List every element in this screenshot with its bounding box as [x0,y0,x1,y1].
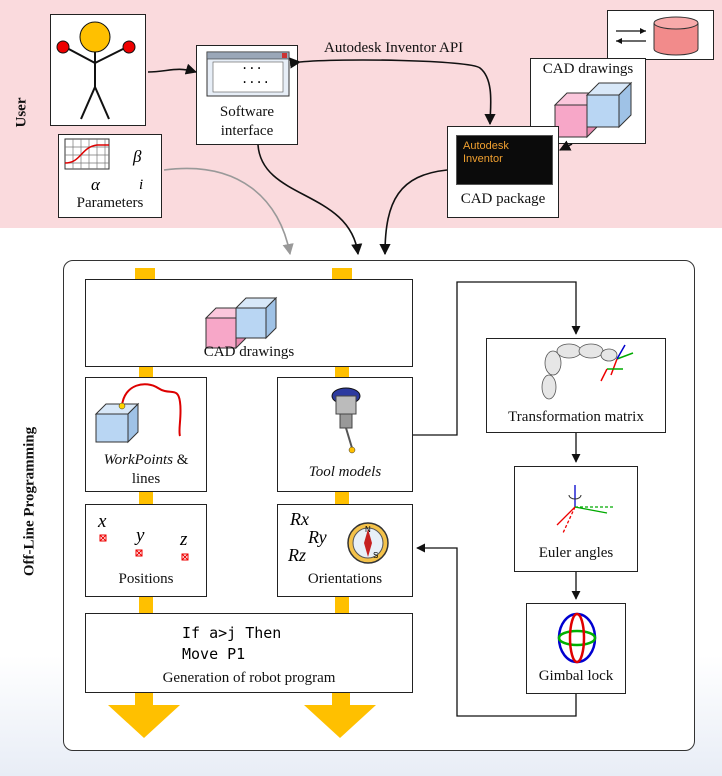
workpoints-label: WorkPoints [103,452,174,468]
workpoints-box: WorkPoints & lines [85,377,207,492]
workpoint-cube-icon [94,383,182,444]
cad-package-label: CAD package [460,191,546,207]
euler-label: Euler angles [538,545,614,561]
gimbal-box: Gimbal lock [526,603,626,694]
cad-drawings-box: CAD drawings [85,279,413,367]
inventor-logo: Autodesk Inventor [456,135,553,185]
iota-symbol: i [139,177,144,193]
software-label-2: interface [220,123,274,139]
software-label-1: Software [219,104,275,120]
position-markers [99,534,189,561]
lines-label: lines [131,471,161,487]
tool-icon [331,387,361,454]
cube-pair-icon-olp [204,296,278,350]
generation-label: Generation of robot program [162,670,336,686]
gimbal-label: Gimbal lock [538,668,614,684]
euler-box: Euler angles [514,466,638,572]
tool-models-label: Tool models [308,464,382,480]
cad-package-box: Autodesk Inventor CAD package [447,126,559,218]
ori-rx-label: Rx [290,509,309,529]
window-dots-2: .... [241,72,270,86]
inventor-logo-line1: Autodesk [463,140,509,152]
generation-box: If a>j Then Move P1 Generation of robot … [85,613,413,693]
cad-drawings-top-label: CAD drawings [542,61,634,77]
tool-models-box: Tool models [277,377,413,492]
beta-symbol: β [133,147,142,166]
pos-y-label: y [136,525,145,546]
cad-drawings-label: CAD drawings [203,344,295,360]
pos-x-label: x [98,511,107,532]
window-icon [206,51,290,97]
ori-ry-label: Ry [308,527,327,547]
orientations-label: Orientations [307,571,383,587]
pos-z-label: z [180,529,188,550]
ori-rz-label: Rz [288,545,306,565]
parameter-graph-icon [64,138,110,170]
software-interface-box: ... .... Software interface [196,45,298,145]
workpoints-amp: & [173,452,189,468]
parameters-box: β α i Parameters [58,134,162,218]
program-line-2: Move P1 [182,645,246,663]
transformation-label: Transformation matrix [508,409,644,425]
database-box [607,10,714,60]
compass-s: S [373,551,379,560]
user-section-label: User [13,97,30,128]
program-line-1: If a>j Then [182,624,282,642]
compass-icon [347,522,389,564]
compass-n: N [365,525,371,534]
alpha-symbol: α [91,175,100,194]
transformation-box: Transformation matrix [486,338,666,433]
stick-figure-icon [56,21,136,120]
user-figure-box [50,14,146,126]
parameters-label: Parameters [76,195,144,211]
positions-box: x y z Positions [85,504,207,597]
api-label: Autodesk Inventor API [324,40,464,56]
window-dots-1: ... [241,58,263,72]
olp-section-label: Off-Line Programming [21,426,38,577]
database-icon [616,16,699,56]
cube-pair-icon [553,81,633,139]
orientations-box: Rx Ry Rz N S Orientations [277,504,413,597]
euler-axes-icon [556,485,613,534]
inventor-logo-line2: Inventor [463,153,503,165]
positions-label: Positions [118,571,174,587]
